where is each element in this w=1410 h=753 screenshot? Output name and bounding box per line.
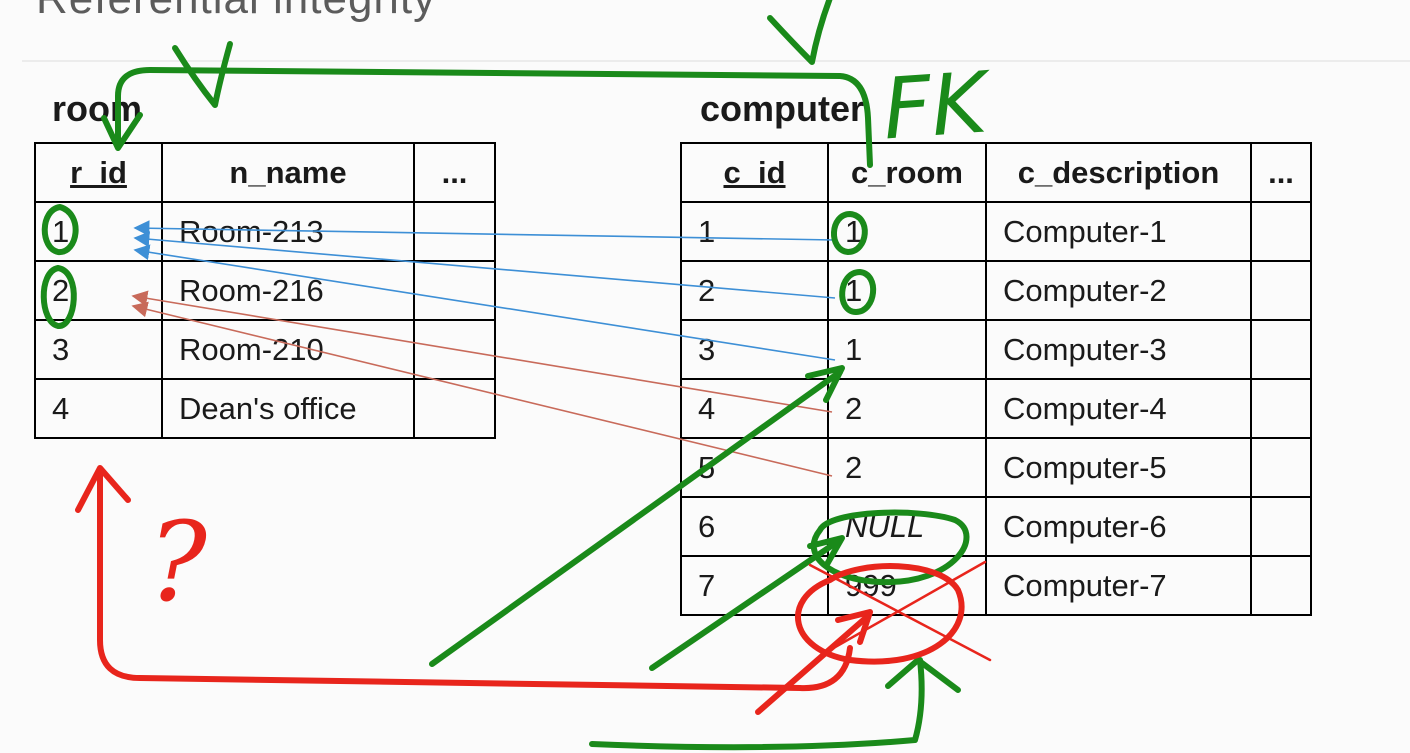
cell-c-room: 1 [827, 201, 987, 262]
cell-n-name: Room-216 [161, 260, 415, 321]
computer-table-caption: computer [700, 88, 865, 129]
cell-c-description: Computer-3 [985, 319, 1252, 380]
cell-more [413, 201, 496, 262]
cell-r-id: 4 [34, 378, 163, 439]
cell-c-room: 1 [827, 260, 987, 321]
arrow-to-999 [755, 613, 871, 715]
table-row: 1 1 Computer-1 [680, 201, 1312, 262]
table-row: 2 Room-216 [34, 260, 496, 321]
cell-more [1250, 260, 1312, 321]
column-header-more: ... [1250, 142, 1312, 203]
checkmark-icon [172, 41, 233, 108]
cell-c-id: 3 [680, 319, 829, 380]
cell-more [1250, 378, 1312, 439]
cell-c-id: 5 [680, 437, 829, 498]
cell-more [1250, 437, 1312, 498]
column-header-n-name: n_name [161, 142, 415, 203]
arrowhead [835, 609, 873, 645]
cell-c-room: 999 [827, 555, 987, 616]
cell-c-room: 2 [827, 378, 987, 439]
cell-more [413, 378, 496, 439]
computer-header-row: c_id c_room c_description ... [680, 142, 1312, 203]
cell-n-name: Dean's office [161, 378, 415, 439]
cell-c-id: 6 [680, 496, 829, 557]
table-row: 1 Room-213 [34, 201, 496, 262]
cell-more [1250, 555, 1312, 616]
cell-c-description: Computer-6 [985, 496, 1252, 557]
column-header-c-room: c_room [827, 142, 987, 203]
cell-r-id: 3 [34, 319, 163, 380]
slide-title: Referential integrity [36, 0, 436, 24]
column-header-c-id: c_id [680, 142, 829, 203]
cell-c-id: 4 [680, 378, 829, 439]
cell-more [413, 260, 496, 321]
column-header-r-id: r_id [34, 142, 163, 203]
cell-c-id: 1 [680, 201, 829, 262]
cell-c-description: Computer-2 [985, 260, 1252, 321]
table-row: 4 Dean's office [34, 378, 496, 439]
cell-r-id: 2 [34, 260, 163, 321]
cell-c-room-null: NULL [827, 496, 987, 557]
table-row: 6 NULL Computer-6 [680, 496, 1312, 557]
cell-c-description: Computer-5 [985, 437, 1252, 498]
cell-c-room: 2 [827, 437, 987, 498]
cell-n-name: Room-213 [161, 201, 415, 262]
cell-c-room: 1 [827, 319, 987, 380]
arrowhead [75, 465, 131, 513]
table-row: 2 1 Computer-2 [680, 260, 1312, 321]
cell-more [1250, 201, 1312, 262]
column-header-more: ... [413, 142, 496, 203]
cell-more [1250, 319, 1312, 380]
cell-n-name: Room-210 [161, 319, 415, 380]
arrowhead [885, 657, 961, 693]
room-table-caption: room [52, 88, 142, 129]
question-mark: ? [148, 498, 208, 626]
room-table: r_id n_name ... 1 Room-213 2 Room-216 3 … [34, 142, 496, 439]
computer-table: c_id c_room c_description ... 1 1 Comput… [680, 142, 1312, 616]
table-row: 7 999 Computer-7 [680, 555, 1312, 616]
room-header-row: r_id n_name ... [34, 142, 496, 203]
checkmark-icon [767, 0, 833, 65]
arrow-to-999 [589, 657, 925, 751]
table-row: 3 1 Computer-3 [680, 319, 1312, 380]
table-row: 3 Room-210 [34, 319, 496, 380]
cell-c-id: 2 [680, 260, 829, 321]
cell-c-id: 7 [680, 555, 829, 616]
column-header-c-description: c_description [985, 142, 1252, 203]
cell-r-id: 1 [34, 201, 163, 262]
table-row: 5 2 Computer-5 [680, 437, 1312, 498]
title-divider [22, 60, 1410, 62]
cell-c-description: Computer-1 [985, 201, 1252, 262]
cell-more [413, 319, 496, 380]
cell-c-description: Computer-4 [985, 378, 1252, 439]
cell-c-description: Computer-7 [985, 555, 1252, 616]
table-row: 4 2 Computer-4 [680, 378, 1312, 439]
cell-more [1250, 496, 1312, 557]
